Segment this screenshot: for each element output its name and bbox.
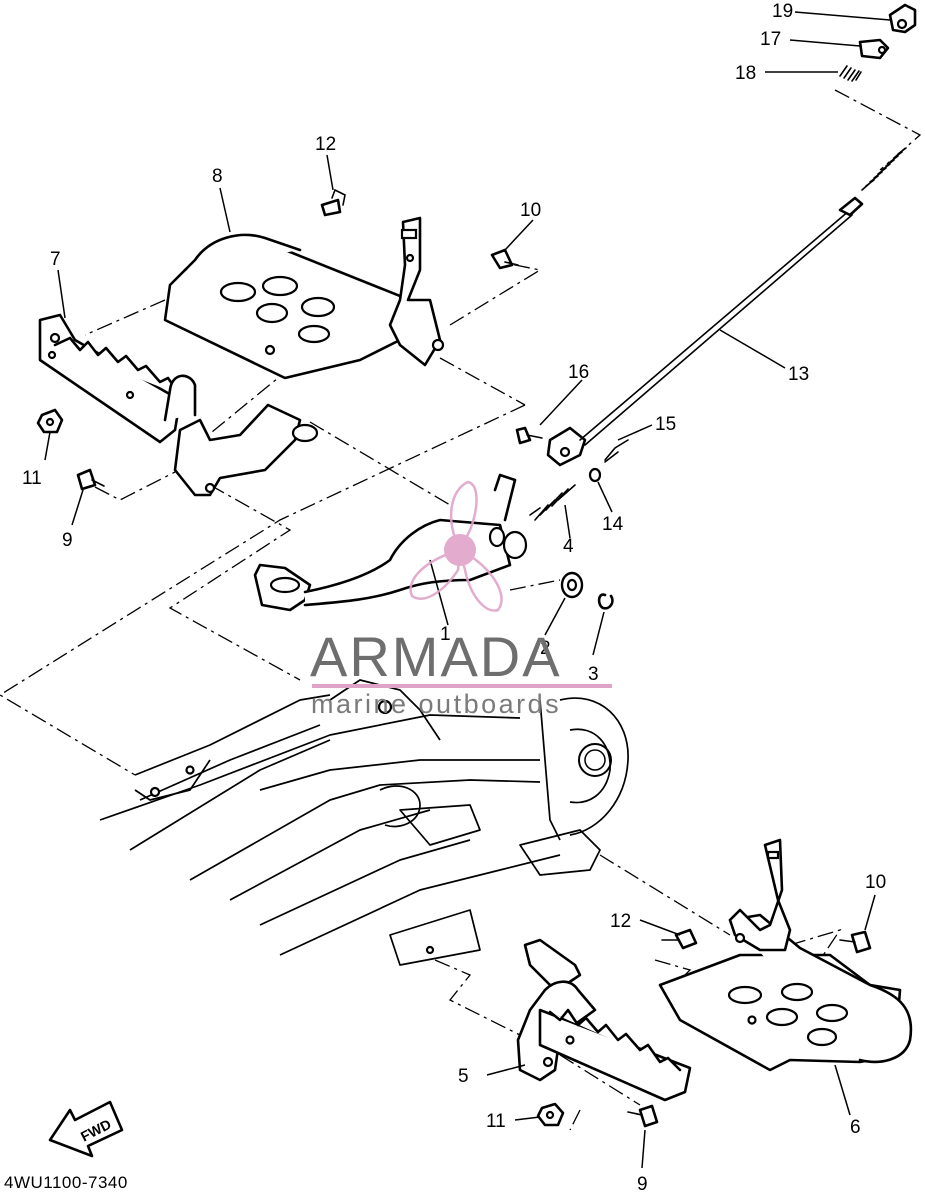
spring-18 bbox=[839, 65, 862, 82]
callout-5: 5 bbox=[458, 1066, 469, 1087]
footrest-bracket-lower bbox=[728, 838, 792, 952]
bolt-16 bbox=[515, 426, 543, 445]
callout-2: 2 bbox=[540, 638, 551, 659]
washer-2 bbox=[560, 571, 584, 599]
footrest-bracket-upper bbox=[388, 216, 445, 367]
watermark-tagline: marine outboards bbox=[311, 689, 561, 719]
callout-12-right: 12 bbox=[610, 911, 631, 932]
rod-end-parts bbox=[839, 3, 917, 82]
bolt-9-left bbox=[76, 468, 105, 491]
cotter-pin-15 bbox=[604, 439, 629, 463]
callout-17: 17 bbox=[760, 29, 781, 50]
callout-9-right: 9 bbox=[637, 1174, 648, 1193]
bolt-12-left bbox=[320, 188, 346, 217]
callout-19: 19 bbox=[772, 1, 793, 22]
callout-14: 14 bbox=[602, 514, 624, 535]
nut-17 bbox=[858, 38, 890, 60]
spring-4 bbox=[529, 484, 576, 521]
callout-3: 3 bbox=[588, 664, 599, 685]
footpeg-right bbox=[516, 938, 692, 1102]
brake-pedal bbox=[253, 473, 528, 612]
callout-labels: 12 8 10 7 11 9 16 15 13 14 4 1 2 3 19 17… bbox=[22, 1, 886, 1193]
callout-16: 16 bbox=[568, 362, 589, 383]
bolts-right bbox=[536, 928, 872, 1128]
propeller-logo-icon bbox=[409, 480, 503, 612]
bolt-9-right bbox=[627, 1104, 659, 1128]
callout-13: 13 bbox=[788, 364, 809, 385]
small-parts bbox=[515, 426, 629, 610]
callout-9-left: 9 bbox=[62, 530, 73, 551]
callout-8: 8 bbox=[212, 166, 223, 187]
footrest-plate-left bbox=[163, 233, 422, 380]
callout-6: 6 bbox=[850, 1117, 861, 1138]
callout-4: 4 bbox=[563, 536, 574, 557]
vehicle-frame bbox=[99, 679, 629, 966]
joint-19 bbox=[888, 3, 917, 34]
callout-7: 7 bbox=[50, 249, 61, 270]
bolt-12-right bbox=[661, 928, 698, 950]
callout-12-left: 12 bbox=[315, 134, 336, 155]
callout-15: 15 bbox=[655, 414, 676, 435]
footpeg-left bbox=[38, 313, 319, 497]
callout-11-right: 11 bbox=[486, 1111, 506, 1132]
diagram-code: 4WU1100-7340 bbox=[4, 1173, 128, 1192]
nut-11-left bbox=[36, 408, 64, 434]
footrest-plate-right bbox=[658, 913, 913, 1072]
nut-11-right bbox=[536, 1102, 565, 1127]
circlip-3 bbox=[597, 593, 614, 610]
bolt-10-right bbox=[839, 930, 872, 954]
clevis bbox=[546, 426, 587, 467]
watermark-brand: ARMADA bbox=[310, 625, 562, 688]
callout-18: 18 bbox=[735, 63, 756, 84]
bolt-10-left bbox=[490, 248, 519, 270]
callout-11-left: 11 bbox=[22, 468, 42, 489]
callout-10-right: 10 bbox=[865, 872, 886, 893]
forward-arrow-icon: FWD bbox=[48, 1100, 124, 1158]
brake-rod bbox=[579, 147, 907, 446]
leader-lines bbox=[44, 11, 891, 1169]
bolts-left bbox=[36, 188, 519, 491]
pin-14 bbox=[588, 467, 602, 483]
callout-10-left: 10 bbox=[520, 200, 541, 221]
callout-1: 1 bbox=[440, 624, 451, 645]
watermark: ARMADA marine outboards bbox=[310, 480, 612, 719]
